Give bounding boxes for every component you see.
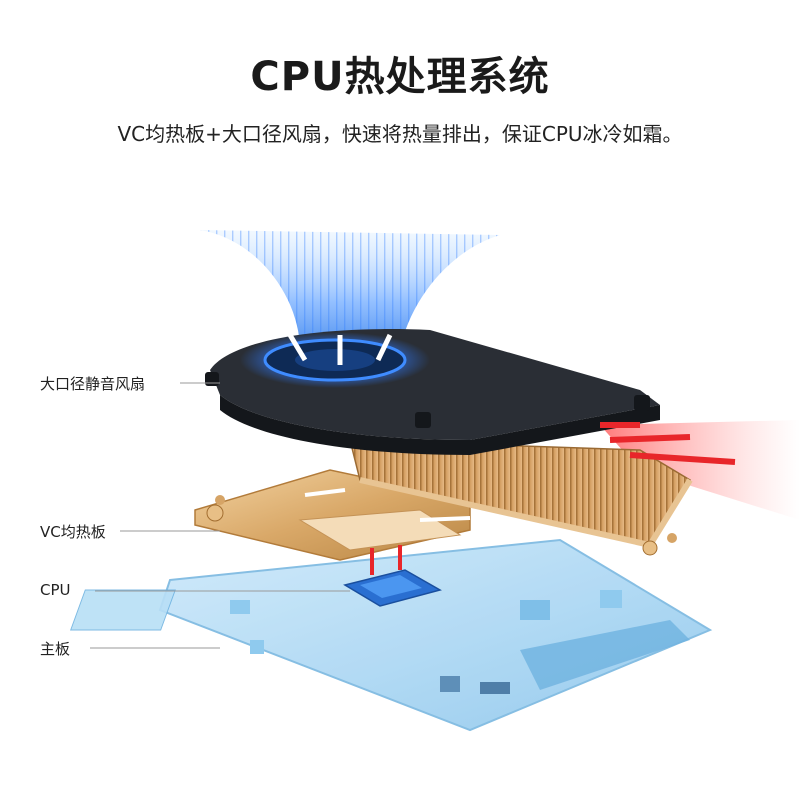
page-title: CPU热处理系统	[250, 54, 550, 100]
heatsink-fins	[349, 439, 693, 556]
blower-fan	[205, 329, 660, 455]
cpu-chip	[343, 569, 442, 607]
cool-air-arrows	[287, 333, 471, 522]
vc-vapor-chamber	[194, 469, 471, 561]
label-cpu: CPU	[40, 581, 71, 599]
page-subtitle: VC均热板+大口径风扇，快速将热量排出，保证CPU冰冷如霜。	[117, 122, 683, 146]
heat-rise-arrows	[370, 545, 402, 575]
label-motherboard: 主板	[40, 640, 71, 658]
hot-airflow	[600, 420, 800, 520]
cool-airflow-lines	[200, 230, 500, 350]
label-vc-plate: VC均热板	[40, 523, 106, 541]
callout-lines	[90, 382, 350, 649]
motherboard	[70, 538, 713, 732]
hot-air-arrows	[600, 422, 736, 465]
label-fan: 大口径静音风扇	[40, 375, 146, 393]
